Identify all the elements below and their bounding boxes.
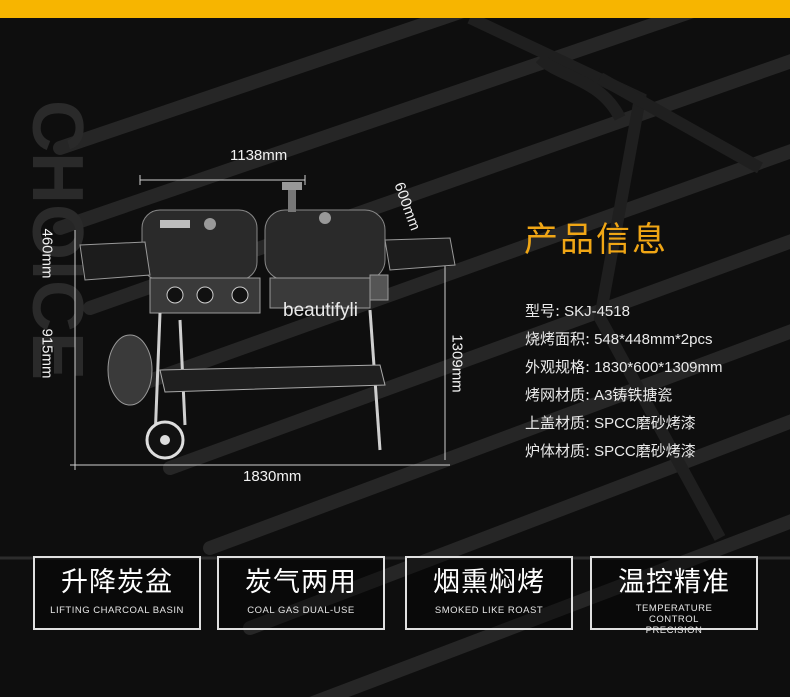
spec-row: 炉体材质:SPCC磨砂烤漆 [525, 442, 696, 460]
dim-total-height: 1309mm [448, 334, 466, 393]
spec-row: 烤网材质:A3铸铁搪瓷 [525, 386, 673, 404]
spec-row: 上盖材质:SPCC磨砂烤漆 [525, 414, 696, 432]
spec-row: 外观规格:1830*600*1309mm [525, 358, 723, 376]
dim-side-height: 460mm [38, 228, 56, 279]
feature-dual-use: 炭气两用 COAL GAS DUAL-USE [217, 556, 385, 630]
info-title: 产品信息 [524, 220, 668, 260]
spec-row: 型号:SKJ-4518 [525, 302, 630, 320]
feature-lifting-charcoal: 升降炭盆 LIFTING CHARCOAL BASIN [33, 556, 201, 630]
dim-width-top: 1138mm [230, 147, 288, 164]
feature-smoked-roast: 烟熏焖烤 SMOKED LIKE ROAST [405, 556, 573, 630]
background-grate [0, 18, 790, 697]
grill-illustration [70, 175, 456, 470]
spec-list: 型号:SKJ-4518 烧烤面积:548*448mm*2pcs 外观规格:183… [525, 297, 723, 465]
choice-watermark: CHOICE [25, 100, 95, 380]
svg-text:CHOICE: CHOICE [25, 100, 95, 380]
dim-total-width: 1830mm [243, 468, 302, 485]
dim-leg-height: 915mm [38, 328, 56, 379]
spec-row: 烧烤面积:548*448mm*2pcs [525, 330, 713, 348]
feature-temperature-control: 温控精准 TEMPERATURE CONTROL PRECISION [590, 556, 758, 636]
store-watermark: beautifyli [283, 300, 358, 321]
top-accent-bar [0, 0, 790, 18]
